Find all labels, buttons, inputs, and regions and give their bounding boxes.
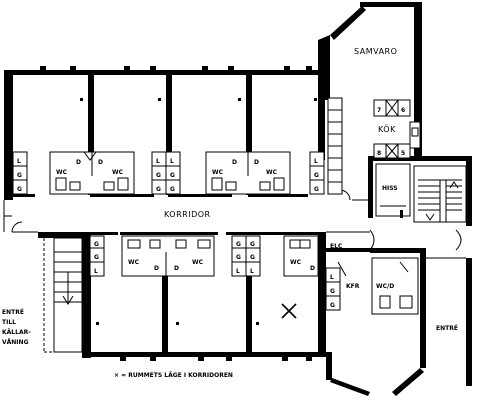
entre-kallare-line-1: ENTRÉ (2, 308, 24, 316)
closet-l-label: L (170, 158, 174, 165)
closet-g-label: G (330, 302, 335, 309)
closet-g-label: G (17, 186, 22, 193)
wc-label: WC (212, 169, 224, 176)
north-bath-pod-1 (49, 151, 135, 195)
closet-g-label: G (94, 241, 99, 248)
exterior-walls (4, 2, 472, 396)
closet-l-label: L (156, 158, 160, 165)
lift-stair (375, 163, 467, 223)
entre-label: ENTRÉ (436, 324, 458, 332)
closet-g-label: G (17, 172, 22, 179)
entre-kallare-line-3: KÄLLAR- (2, 329, 31, 336)
wc-label: WC (112, 169, 124, 176)
south-bath-pod-2 (283, 235, 319, 277)
d-label: D (154, 265, 159, 272)
wc-d-room (371, 257, 419, 315)
kitchen-number: 8 (377, 150, 381, 157)
kitchen-number: 5 (401, 150, 405, 157)
closet-l-label: L (236, 268, 240, 275)
south-room-walls (88, 232, 322, 361)
closet-l-label: L (17, 158, 21, 165)
closet-l-label: L (314, 158, 318, 165)
legend-text: × = RUMMETS LÄGE I KORRIDOREN (114, 372, 233, 379)
south-bath-pod-1 (121, 235, 215, 277)
kitchen-number: 7 (377, 107, 381, 114)
closet-l-label: L (94, 268, 98, 275)
korridor-label: KORRIDOR (164, 210, 211, 219)
d-label: D (76, 159, 81, 166)
closet-g-label: G (330, 288, 335, 295)
hiss-label: HISS (382, 185, 398, 192)
closet-g-label: G (170, 172, 175, 179)
entre-kallare-line-4: VÅNING (2, 339, 29, 346)
closet-l-label: L (250, 268, 254, 275)
kok-label: KÖK (378, 124, 396, 134)
elc-label: ELC (330, 243, 343, 250)
closet-l-label: L (330, 274, 334, 281)
d-label: D (310, 265, 315, 272)
north-closets (12, 151, 325, 195)
wc-label: WC (128, 259, 140, 266)
closet-g-label: G (236, 254, 241, 261)
room-position-mark (281, 303, 297, 319)
wc-label: WC (266, 169, 278, 176)
d-label: D (232, 159, 237, 166)
entre-kallare-line-2: TILL (2, 319, 16, 326)
wc-label: WC (290, 259, 302, 266)
closet-g-label: G (314, 172, 319, 179)
wc-label: WC (56, 169, 68, 176)
closet-g-label: G (236, 241, 241, 248)
kfr-label: KFR (346, 283, 360, 290)
basement-stair (43, 237, 83, 353)
d-label: D (174, 265, 179, 272)
closet-g-label: G (250, 254, 255, 261)
kitchen-number: 6 (401, 107, 405, 114)
d-label: D (254, 159, 259, 166)
north-room-walls (13, 66, 317, 197)
kitchen-fixtures (327, 97, 421, 195)
closet-g-label: G (250, 241, 255, 248)
closet-g-label: G (156, 172, 161, 179)
d-label: D (98, 159, 103, 166)
wc-d-label: WC/D (376, 283, 394, 290)
wc-label: WC (192, 259, 204, 266)
closet-g-label: G (94, 254, 99, 261)
closet-g-label: G (156, 186, 161, 193)
closet-g-label: G (170, 186, 175, 193)
closet-g-label: G (314, 186, 319, 193)
samvaro-label: SAMVARO (354, 47, 397, 56)
north-bath-pod-2 (205, 151, 291, 195)
south-closets (89, 235, 341, 311)
